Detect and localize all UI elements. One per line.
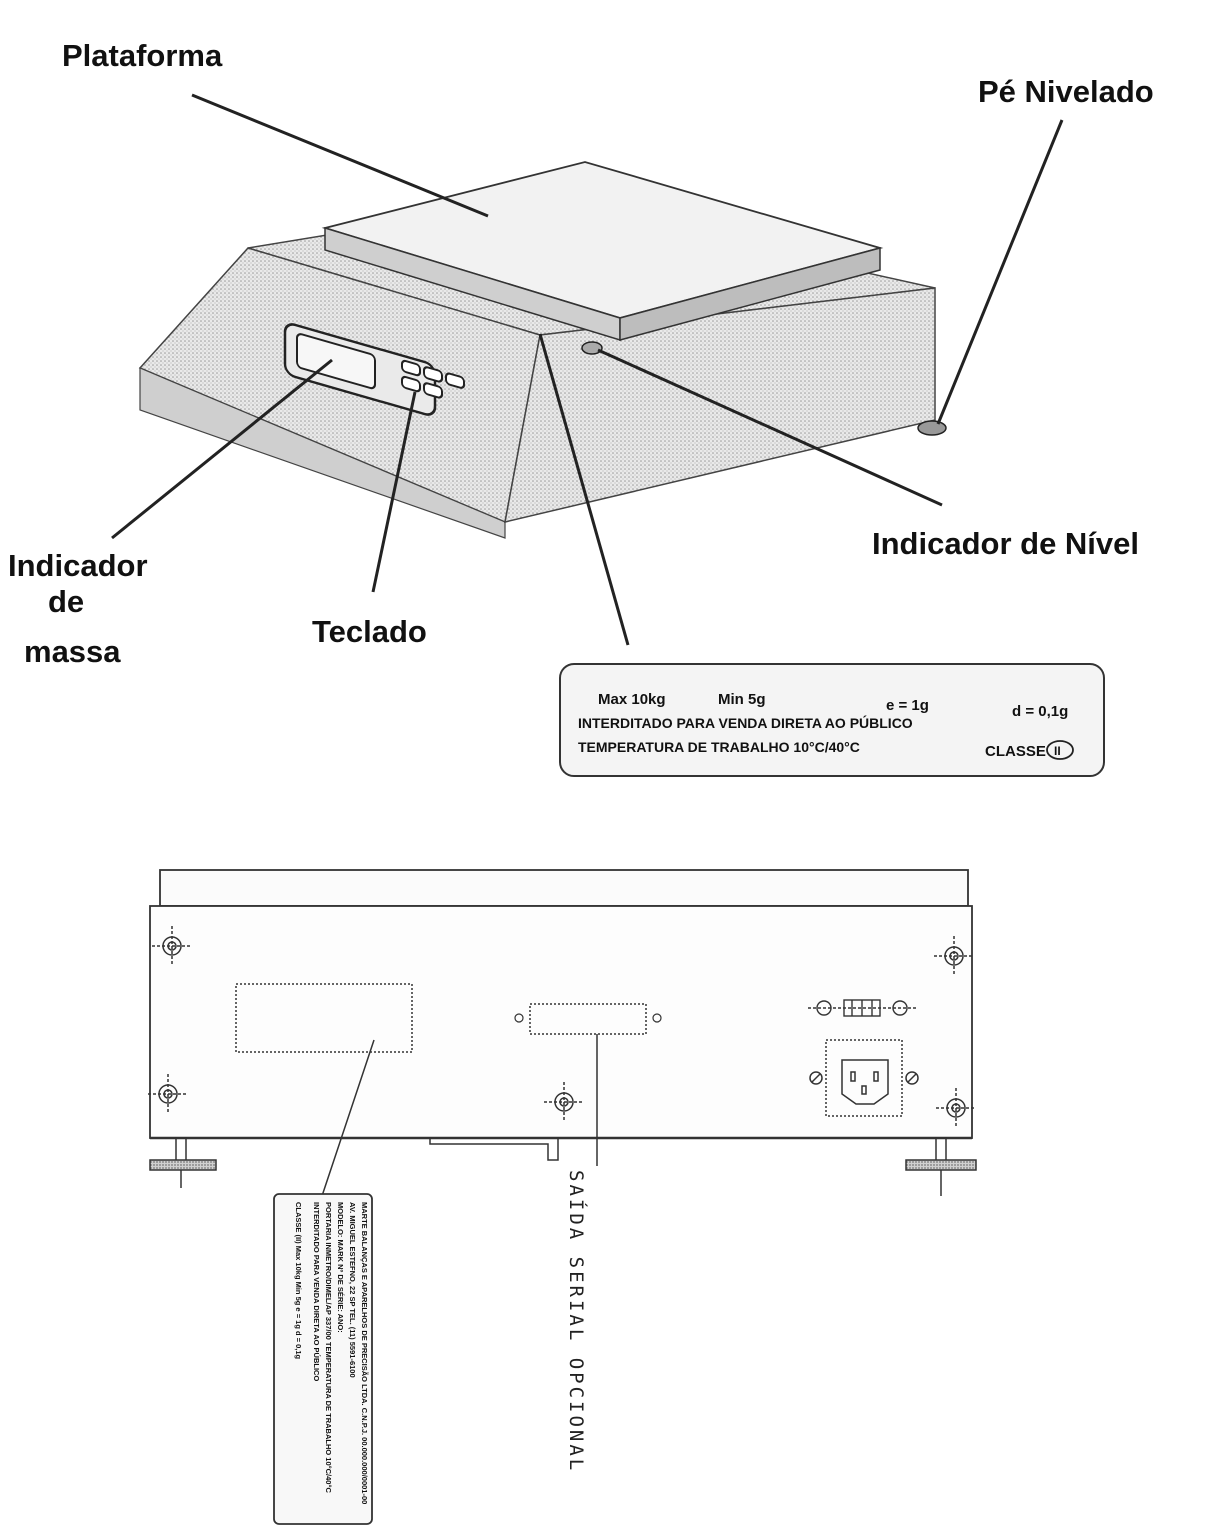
label-teclado: Teclado bbox=[312, 614, 427, 649]
rear-label-area bbox=[235, 983, 413, 1053]
label-pe-nivelado: Pé Nivelado bbox=[978, 74, 1154, 109]
rear-view-drawing bbox=[148, 869, 977, 1197]
plate-classe-symbol bbox=[1046, 740, 1074, 760]
side-plate: MARTE BALANÇAS E APARELHOS DE PRECISÃO L… bbox=[273, 1193, 373, 1525]
rear-feet bbox=[149, 1137, 977, 1196]
plate-d: d = 0,1g bbox=[1012, 703, 1068, 720]
rear-platform-edge bbox=[159, 869, 969, 907]
side-plate-line3: MODELO: MARK Nº DE SÉRIE: ANO: bbox=[336, 1202, 345, 1333]
plate-max: Max 10kg bbox=[598, 691, 666, 708]
side-plate-line5: INTERDITADO PARA VENDA DIRETA AO PÚBLICO bbox=[312, 1202, 321, 1381]
scale-perspective-drawing: Plataforma Pé Nivelado Indicador de mass… bbox=[8, 38, 1154, 669]
plate-e: e = 1g bbox=[886, 697, 929, 714]
label-indicador-massa-3: massa bbox=[24, 634, 121, 669]
side-plate-line4: PORTARIA INMETRO/DIMEL/AP 337/00 TEMPERA… bbox=[324, 1202, 333, 1493]
label-indicador-massa-1: Indicador bbox=[8, 548, 148, 583]
plate-line3: TEMPERATURA DE TRABALHO 10°C/40°C bbox=[578, 739, 860, 755]
label-plataforma: Plataforma bbox=[62, 38, 223, 73]
fuse-holder bbox=[808, 999, 916, 1017]
level-indicator bbox=[581, 341, 603, 355]
rear-panel bbox=[149, 905, 973, 1139]
platform-right-edge bbox=[619, 247, 881, 341]
plate-min: Min 5g bbox=[718, 691, 766, 708]
plate-classe: CLASSE bbox=[985, 743, 1046, 760]
label-indicador-massa-2: de bbox=[48, 584, 84, 619]
rear-screws bbox=[148, 926, 976, 1128]
plate-classe-mark: II bbox=[1054, 744, 1061, 758]
serial-output-label: SAÍDA SERIAL OPCIONAL bbox=[565, 1170, 588, 1473]
leader-lines bbox=[111, 93, 1064, 646]
label-indicador-nivel: Indicador de Nível bbox=[872, 526, 1139, 561]
base-left-front-face bbox=[139, 367, 506, 539]
leveling-foot bbox=[917, 420, 947, 436]
side-plate-line6: CLASSE (II) Max 10kg Min 5g e = 1g d = 0… bbox=[294, 1202, 303, 1360]
power-inlet bbox=[809, 1039, 919, 1117]
plate-line2: INTERDITADO PARA VENDA DIRETA AO PÚBLICO bbox=[578, 714, 913, 731]
keypad bbox=[401, 359, 465, 399]
serial-connector bbox=[529, 1003, 647, 1035]
identification-plate: Max 10kg Min 5g e = 1g d = 0,1g INTERDIT… bbox=[559, 663, 1105, 777]
side-plate-line2: AV. MIGUEL ESTEFNO, 22 SP TEL. (11) 5591… bbox=[348, 1202, 357, 1378]
side-plate-line1: MARTE BALANÇAS E APARELHOS DE PRECISÃO L… bbox=[360, 1202, 369, 1504]
mass-display-window bbox=[296, 333, 376, 390]
